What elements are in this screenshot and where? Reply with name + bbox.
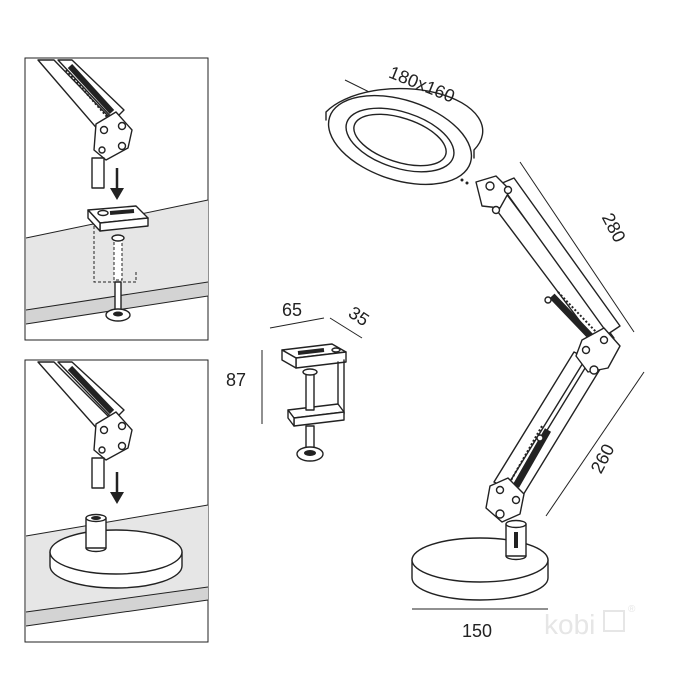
- clamp-mounting-panel: [24, 57, 209, 341]
- base-mounting-panel: [24, 359, 209, 643]
- insert-arrow-1: [110, 168, 124, 200]
- clamp-depth-label: 35: [345, 302, 373, 330]
- lower-arm-dim-line: [545, 371, 645, 517]
- main-lamp: [325, 79, 645, 610]
- base-joint: [485, 477, 525, 523]
- lower-arm: [493, 351, 603, 501]
- base-disc-2: [49, 513, 183, 589]
- head-joint: [475, 175, 513, 215]
- clamp-height-label: 87: [226, 370, 246, 390]
- upper-arm-label: 280: [598, 210, 630, 246]
- upper-arm-dim-line: [519, 161, 635, 333]
- magnifier-head: [325, 87, 484, 186]
- lamp-arm-1: [37, 59, 133, 189]
- insert-arrow-2: [110, 472, 124, 504]
- panel-frame: [24, 57, 209, 341]
- panel-frame: [24, 359, 209, 643]
- lower-arm-label: 260: [587, 441, 619, 477]
- elbow-joint: [575, 327, 621, 375]
- brand-watermark: kobi ®: [544, 604, 636, 640]
- table-edge: [26, 587, 208, 626]
- lamp-base: [411, 519, 549, 601]
- clamp-width-label: 65: [282, 300, 302, 320]
- lamp-arm-2: [37, 361, 133, 489]
- watermark-registered: ®: [628, 604, 636, 615]
- clamp-1: [87, 205, 149, 322]
- base-diameter-label: 150: [462, 621, 492, 641]
- watermark-text: kobi: [544, 609, 595, 640]
- watermark-logo-icon: [603, 610, 625, 632]
- clamp-detail: [261, 317, 363, 462]
